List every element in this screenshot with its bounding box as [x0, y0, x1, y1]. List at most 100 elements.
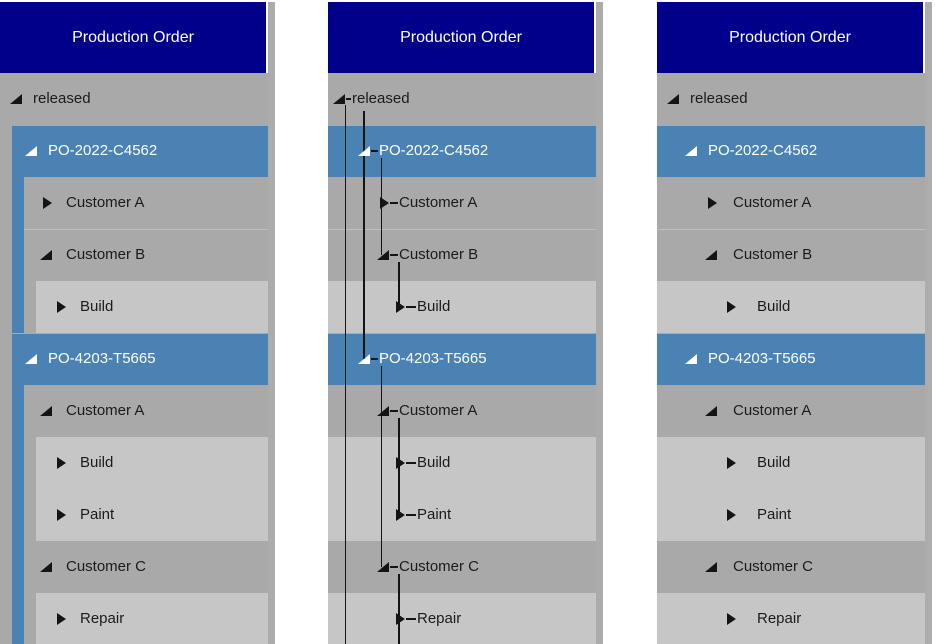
expander-expanded-icon[interactable] [40, 562, 52, 572]
tree-row-build[interactable]: Build [657, 281, 925, 333]
tree-connector-line [381, 366, 382, 567]
tree-row-build[interactable]: Build [0, 437, 268, 489]
connector-dash [371, 150, 378, 152]
panel-title: Production Order [400, 28, 522, 46]
tree-row-build[interactable]: Build [0, 281, 268, 333]
expander-collapsed-icon[interactable] [727, 509, 736, 521]
expander-collapsed-icon[interactable] [57, 613, 66, 625]
tree-row-build[interactable]: Build [657, 437, 925, 489]
tree-row-po-4203-t5665[interactable]: PO-4203-T5665 [328, 333, 596, 385]
connector-dash [390, 566, 398, 568]
expander-collapsed-icon[interactable] [708, 197, 717, 209]
expander-collapsed-icon[interactable] [57, 509, 66, 521]
tree-row-label: PO-4203-T5665 [708, 350, 816, 367]
tree-row-label: released [33, 90, 91, 107]
expander-expanded-icon[interactable] [40, 406, 52, 416]
expander-collapsed-icon[interactable] [396, 301, 405, 313]
expander-expanded-icon[interactable] [25, 354, 37, 364]
panel-right-gutter [268, 2, 275, 644]
expander-collapsed-icon[interactable] [727, 613, 736, 625]
expander-expanded-icon[interactable] [685, 146, 697, 156]
tree-row-customer-a[interactable]: Customer A [0, 177, 268, 229]
expander-collapsed-icon[interactable] [380, 197, 389, 209]
tree-row-label: Customer A [66, 194, 145, 211]
tree-row-po-2022-c4562[interactable]: PO-2022-C4562 [657, 125, 925, 177]
expander-expanded-icon[interactable] [377, 406, 389, 416]
expander-expanded-icon[interactable] [358, 354, 370, 364]
connector-dash [406, 462, 416, 464]
tree-row-repair[interactable]: Repair [0, 593, 268, 644]
tree-row-label: Customer A [733, 194, 812, 211]
tree-row-build[interactable]: Build [328, 437, 596, 489]
expander-expanded-icon[interactable] [705, 406, 717, 416]
tree-row-customer-a[interactable]: Customer A [0, 385, 268, 437]
tree-row-label: Build [757, 298, 791, 315]
expander-collapsed-icon[interactable] [57, 457, 66, 469]
expander-expanded-icon[interactable] [685, 354, 697, 364]
selected-row-top-edge [657, 333, 925, 334]
tree-row-po-2022-c4562[interactable]: PO-2022-C4562 [328, 125, 596, 177]
tree-row-customer-c[interactable]: Customer C [0, 541, 268, 593]
tree-row-repair[interactable]: Repair [328, 593, 596, 644]
panel-right-gutter [596, 2, 603, 644]
expander-expanded-icon[interactable] [358, 146, 370, 156]
tree-row-label: Customer A [399, 402, 478, 419]
tree-row-po-2022-c4562[interactable]: PO-2022-C4562 [0, 125, 268, 177]
tree-row-label: Paint [417, 506, 452, 523]
tree-row-paint[interactable]: Paint [657, 489, 925, 541]
connector-dash [406, 514, 416, 516]
expander-expanded-icon[interactable] [705, 562, 717, 572]
expander-expanded-icon[interactable] [377, 250, 389, 260]
tree-row-customer-a[interactable]: Customer A [328, 385, 596, 437]
tree-row-customer-c[interactable]: Customer C [657, 541, 925, 593]
expander-expanded-icon[interactable] [40, 250, 52, 260]
expander-collapsed-icon[interactable] [43, 197, 52, 209]
tree-row-label: Paint [80, 506, 115, 523]
expander-expanded-icon[interactable] [10, 94, 22, 104]
tree-row-customer-b[interactable]: Customer B [657, 229, 925, 281]
connector-dash [406, 306, 416, 308]
tree-row-customer-a[interactable]: Customer A [328, 177, 596, 229]
connector-dash [346, 98, 351, 100]
tree-row-released[interactable]: released [657, 73, 925, 125]
connector-dash [371, 358, 378, 360]
expander-collapsed-icon[interactable] [727, 301, 736, 313]
panel-header: Production Order [657, 2, 923, 73]
expander-collapsed-icon[interactable] [396, 457, 405, 469]
tree-row-released[interactable]: released [0, 73, 268, 125]
tree-row-po-4203-t5665[interactable]: PO-4203-T5665 [0, 333, 268, 385]
tree-row-label: PO-2022-C4562 [379, 142, 489, 159]
tree-row-label: Customer B [733, 246, 813, 263]
tree-row-repair[interactable]: Repair [657, 593, 925, 644]
tree-row-label: Customer C [399, 558, 480, 575]
tree-row-label: Repair [80, 610, 125, 627]
tree-row-customer-b[interactable]: Customer B [0, 229, 268, 281]
tree-row-label: Build [80, 298, 114, 315]
tree-row-label: released [352, 90, 410, 107]
expander-expanded-icon[interactable] [667, 94, 679, 104]
selected-row-top-edge [328, 125, 596, 126]
tree-row-label: PO-2022-C4562 [48, 142, 158, 159]
tree-row-customer-b[interactable]: Customer B [328, 229, 596, 281]
expander-collapsed-icon[interactable] [727, 457, 736, 469]
tree-row-paint[interactable]: Paint [0, 489, 268, 541]
selected-row-top-edge [12, 125, 268, 126]
tree-row-build[interactable]: Build [328, 281, 596, 333]
expander-expanded-icon[interactable] [333, 94, 345, 104]
expander-expanded-icon[interactable] [25, 146, 37, 156]
expander-expanded-icon[interactable] [705, 250, 717, 260]
expander-expanded-icon[interactable] [377, 562, 389, 572]
connector-dash [390, 410, 398, 412]
tree-row-customer-a[interactable]: Customer A [657, 385, 925, 437]
tree-row-customer-c[interactable]: Customer C [328, 541, 596, 593]
expander-collapsed-icon[interactable] [396, 509, 405, 521]
tree-row-released[interactable]: released [328, 73, 596, 125]
tree-row-paint[interactable]: Paint [328, 489, 596, 541]
tree-row-label: Repair [757, 610, 802, 627]
expander-collapsed-icon[interactable] [396, 613, 405, 625]
tree-row-po-4203-t5665[interactable]: PO-4203-T5665 [657, 333, 925, 385]
expander-collapsed-icon[interactable] [57, 301, 66, 313]
tree-row-customer-a[interactable]: Customer A [657, 177, 925, 229]
